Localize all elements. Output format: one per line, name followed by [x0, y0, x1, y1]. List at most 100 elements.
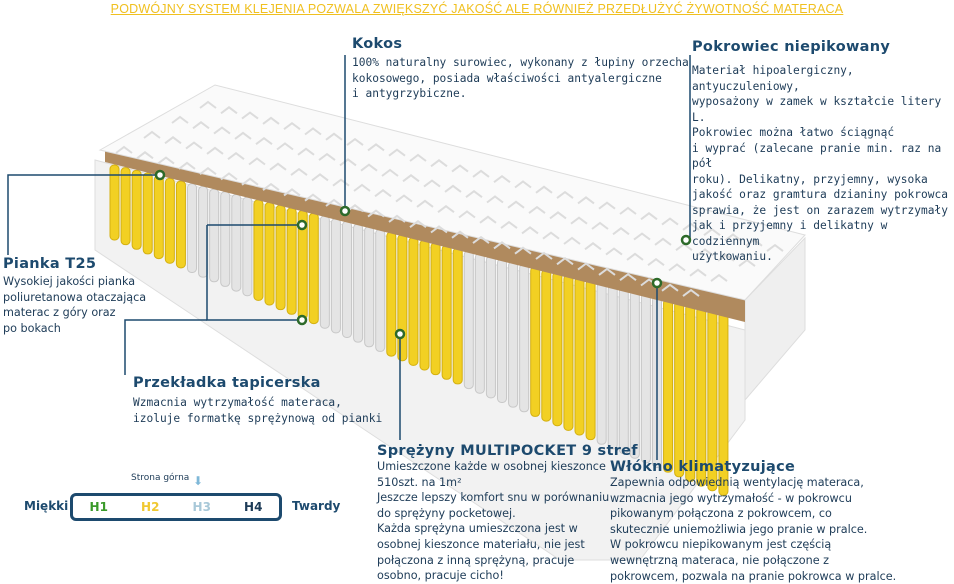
quilt-stitch: [227, 151, 245, 160]
quilt-stitch: [164, 136, 182, 145]
spring-pocket: [508, 260, 519, 408]
quilt-stitch: [584, 242, 602, 251]
quilt-stitch: [591, 221, 609, 230]
quilt-stitch: [472, 235, 490, 244]
kokos-title: Kokos: [352, 36, 403, 52]
hardness-h1: H1: [89, 500, 108, 514]
quilt-stitch: [283, 188, 301, 197]
quilt-stitch: [234, 131, 252, 140]
spring-pocket: [275, 204, 286, 311]
spring-pocket: [209, 188, 220, 283]
quilt-stitch: [325, 132, 343, 141]
spring-pocket: [364, 226, 375, 348]
spring-pocket: [585, 279, 596, 441]
spring-pocket: [264, 202, 275, 306]
quilt-stitch: [430, 159, 448, 168]
quilt-stitch: [745, 238, 763, 247]
quilt-stitch: [514, 246, 532, 255]
quilt-stitch: [262, 116, 280, 125]
quilt-stitch: [199, 100, 217, 109]
top-side-label: Strona górna: [131, 473, 190, 483]
hardness-h4: H4: [244, 500, 263, 514]
spring-pocket: [187, 183, 197, 273]
quilt-stitch: [353, 183, 371, 192]
spring-pocket: [629, 290, 640, 459]
quilt-stitch: [549, 211, 567, 220]
pokrowiec-title: Pokrowiec niepikowany: [692, 39, 891, 55]
quilt-stitch: [451, 164, 469, 173]
quilt-stitch: [535, 251, 553, 260]
quilt-stitch: [248, 157, 266, 166]
quilt-stitch: [640, 212, 658, 221]
banner-headline: PODWÓJNY SYSTEM KLEJENIA POZWALA ZWIĘKSZ…: [110, 2, 844, 16]
quilt-stitch: [766, 243, 784, 252]
quilt-stitch: [220, 106, 238, 115]
marker-dots: [154, 169, 692, 340]
spring-pocket: [109, 164, 120, 241]
spring-pocket: [430, 242, 441, 376]
kokos-callout: Kokos 100% naturalny surowiec, wykonany …: [352, 36, 689, 102]
quilt-stitch: [556, 257, 574, 266]
quilt-stitch: [262, 182, 280, 191]
wlokno-text: Zapewnia odpowiednią wentylację materaca…: [610, 476, 897, 583]
spring-pocket: [607, 285, 618, 450]
kokos-text: 100% naturalny surowiec, wykonany z łupi…: [352, 56, 689, 100]
quilt-stitch: [696, 248, 714, 257]
spring-pocket: [463, 250, 474, 390]
spring-pocket: [342, 220, 352, 338]
spring-pocket: [386, 231, 397, 357]
quilt-stitch: [206, 146, 224, 155]
quilt-stitch: [514, 180, 532, 189]
pokrowiec-text: Materiał hipoalergiczny, antyuczuleniowy…: [692, 64, 948, 263]
quilt-stitch: [661, 217, 679, 226]
mattress-top-quilted: [98, 84, 806, 301]
quilt-stitch: [311, 173, 329, 182]
spring-pocket: [541, 268, 552, 422]
quilt-stitch: [192, 121, 210, 130]
spring-pocket: [519, 263, 530, 413]
quilt-stitch: [325, 198, 343, 207]
spring-pocket: [452, 247, 463, 385]
quilt-stitch: [269, 162, 287, 171]
quilt-stitch: [619, 206, 637, 215]
quilt-stitch: [297, 147, 315, 156]
quilt-stitch: [542, 231, 560, 240]
spring-pocket: [552, 271, 563, 427]
spring-pocket: [142, 172, 153, 255]
quilt-stitch: [703, 227, 721, 236]
hardness-h3: H3: [192, 500, 211, 514]
quilt-stitch: [185, 141, 203, 150]
quilt-stitch: [339, 158, 357, 167]
quilt-stitch: [668, 263, 686, 272]
quilt-stitch: [367, 143, 385, 152]
przekladka-callout: Przekładka tapicerska Wzmacnia wytrzymał…: [133, 375, 382, 426]
quilt-stitch: [458, 210, 476, 219]
quilt-stitch: [346, 137, 364, 146]
hardness-h2: H2: [141, 500, 160, 514]
arrow-down-icon: ⬇: [193, 474, 204, 488]
quilt-stitch: [465, 189, 483, 198]
spring-pocket: [198, 185, 209, 278]
spring-pocket: [574, 277, 585, 436]
quilt-stitch: [430, 225, 448, 234]
quilt-stitch: [724, 233, 742, 242]
quilt-stitch: [318, 152, 336, 161]
quilt-stitch: [220, 172, 238, 181]
quilt-stitch: [423, 179, 441, 188]
quilt-stitch: [598, 267, 616, 276]
quilt-stitch: [479, 215, 497, 224]
spring-pocket: [618, 287, 629, 455]
quilt-stitch: [493, 174, 511, 183]
quilt-stitch: [395, 194, 413, 203]
quilt-stitch: [367, 209, 385, 218]
pokrowiec-callout: Pokrowiec niepikowany Materiał hipoalerg…: [692, 39, 954, 265]
quilt-stitch: [388, 148, 406, 157]
przekladka-text: Wzmacnia wytrzymałość materaca, izoluje …: [133, 396, 383, 425]
pianka-title: Pianka T25: [3, 256, 97, 272]
quilt-stitch: [717, 253, 735, 262]
quilt-stitch: [241, 177, 259, 186]
spring-pocket: [131, 169, 142, 250]
spring-pocket: [175, 180, 186, 269]
spring-pocket: [640, 293, 651, 464]
